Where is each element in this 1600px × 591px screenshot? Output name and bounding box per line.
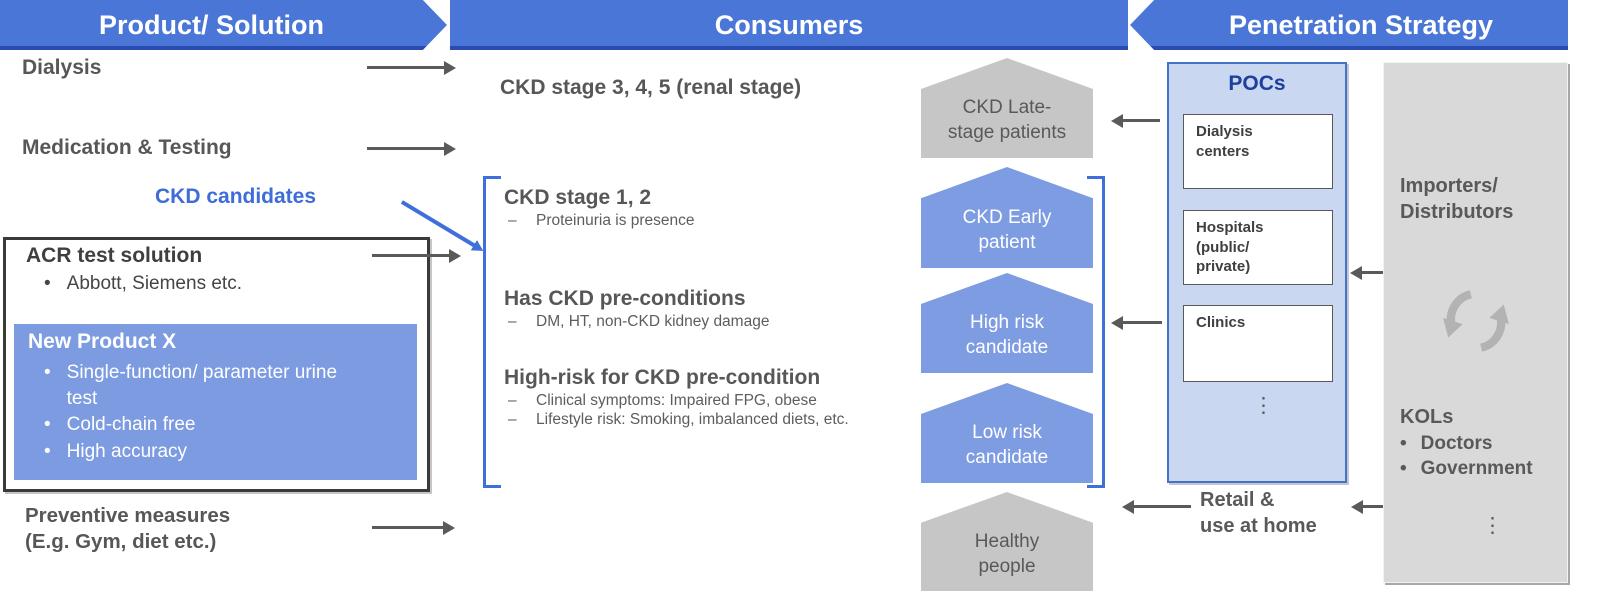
chevron-ckd-late-stage: CKD Late- stage patients <box>921 58 1093 158</box>
bullet-lifestyle-risk: – Lifestyle risk: Smoking, imbalanced di… <box>508 411 849 428</box>
bullet-proteinuria: – Proteinuria is presence <box>508 212 695 229</box>
label-dialysis: Dialysis <box>22 56 102 79</box>
kols-list: • Doctors • Government <box>1400 431 1533 481</box>
bracket-left <box>483 176 501 488</box>
banner-consumers-label: Consumers <box>714 9 864 40</box>
arrow-preventive-right <box>372 526 444 529</box>
pocs-title: POCs <box>1228 72 1286 95</box>
pocs-box: POCs Dialysis centers Hospitals (public/… <box>1167 62 1347 483</box>
chevron-low-risk-candidate: Low risk candidate <box>921 383 1093 483</box>
label-ckd-stage-12: CKD stage 1, 2 <box>504 186 652 209</box>
poc-item-clinics: Clinics <box>1183 305 1333 382</box>
arrow-dialysis-right <box>367 66 445 69</box>
new-product-bullet: • Cold-chain free <box>44 412 367 438</box>
arrow-pocs-to-candidates <box>1122 321 1162 324</box>
bullet-marker: • <box>44 414 51 436</box>
arrow-medication-right <box>367 147 445 150</box>
pocs-ellipsis: ⋮ <box>1253 394 1274 417</box>
poc-item-dialysis-centers: Dialysis centers <box>1183 114 1333 189</box>
arrow-distributors-to-pocs <box>1361 271 1383 274</box>
poc-item-hospitals: Hospitals (public/ private) <box>1183 210 1333 285</box>
label-medication-testing: Medication & Testing <box>22 136 232 159</box>
importers-distributors-panel: Importers/ Distributors KOLs • Doctors •… <box>1383 62 1568 583</box>
bracket-right <box>1087 176 1105 488</box>
cycle-arrows-icon <box>1443 290 1509 352</box>
label-ckd-candidates: CKD candidates <box>155 185 317 208</box>
label-importers-distributors: Importers/ Distributors <box>1400 175 1514 223</box>
bullet-marker: • <box>44 273 51 294</box>
banner-penetration-label: Penetration Strategy <box>1228 9 1494 40</box>
banner-product-label: Product/ Solution <box>99 9 324 40</box>
new-product-x-bullets: • Single-function/ parameter urine test … <box>44 360 367 465</box>
acr-box-title: ACR test solution <box>26 244 203 267</box>
kol-item-government: • Government <box>1400 458 1533 480</box>
new-product-x-title: New Product X <box>28 330 177 353</box>
bullet-clinical-symptoms: – Clinical symptoms: Impaired FPG, obese <box>508 392 817 409</box>
chevron-healthy-people: Healthy people <box>921 492 1093 591</box>
chevron-ckd-early-patient: CKD Early patient <box>921 167 1093 268</box>
label-kols-title: KOLs <box>1400 406 1454 428</box>
arrow-distributors-to-retail <box>1362 505 1383 508</box>
new-product-bullet: • Single-function/ parameter urine test <box>44 360 367 412</box>
bullet-dm-ht: – DM, HT, non-CKD kidney damage <box>508 313 770 330</box>
label-retail-use-at-home: Retail & use at home <box>1200 489 1317 538</box>
banner-penetration-strategy: Penetration Strategy <box>1130 0 1568 50</box>
acr-box-bullet: • Abbott, Siemens etc. <box>44 273 242 295</box>
acr-test-solution-box: ACR test solution • Abbott, Siemens etc.… <box>3 237 430 492</box>
label-high-risk-precondition: High-risk for CKD pre-condition <box>504 366 821 389</box>
label-has-ckd-preconditions: Has CKD pre-conditions <box>504 287 746 310</box>
label-ckd-stage-345: CKD stage 3, 4, 5 (renal stage) <box>500 76 802 99</box>
new-product-bullet: • High accuracy <box>44 439 367 465</box>
banner-consumers: Consumers <box>450 0 1128 50</box>
arrow-acr-right <box>372 254 450 257</box>
label-preventive-measures: Preventive measures (E.g. Gym, diet etc.… <box>25 504 231 553</box>
arrow-retail-to-healthy <box>1133 505 1191 508</box>
kol-item-doctors: • Doctors <box>1400 433 1493 454</box>
chevron-high-risk-candidate: High risk candidate <box>921 273 1093 373</box>
banner-product-solution: Product/ Solution <box>0 0 447 50</box>
panel-ellipsis: ⋮ <box>1482 514 1503 537</box>
new-product-x-box: New Product X • Single-function/ paramet… <box>14 324 417 480</box>
acr-bullet-text: Abbott, Siemens etc. <box>66 273 242 294</box>
bullet-marker: • <box>44 362 51 383</box>
arrow-pocs-to-late-stage <box>1122 119 1160 122</box>
bullet-marker: • <box>44 440 51 462</box>
